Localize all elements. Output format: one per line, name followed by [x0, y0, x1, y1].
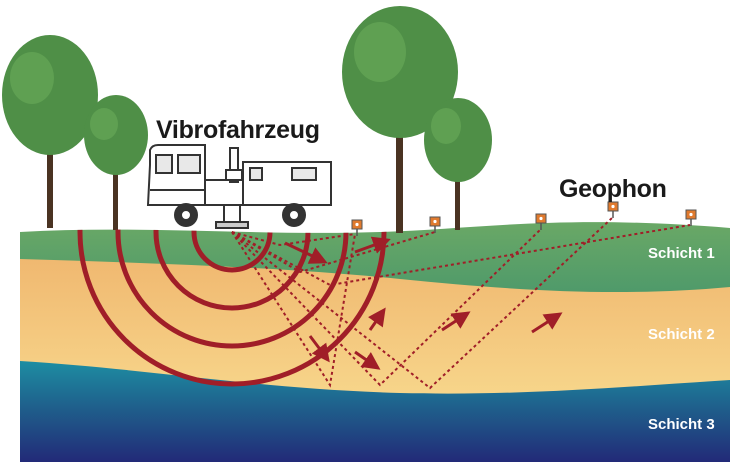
- tree-left-large: [2, 35, 98, 228]
- tree-right-large: [342, 6, 458, 233]
- ray-arrows: [284, 236, 563, 370]
- wave-ring-4: [77, 222, 387, 387]
- vehicle-label: Vibrofahrzeug: [156, 116, 320, 144]
- ray-paths: [231, 217, 691, 390]
- geophone-icon: [685, 209, 697, 226]
- geophone-icon: [535, 213, 547, 230]
- geophone-icon: [607, 201, 619, 218]
- layer-2-label: Schicht 2: [648, 326, 715, 343]
- vibro-truck-icon: [146, 144, 332, 229]
- geophone-markers: [351, 201, 697, 236]
- tree-right-small: [424, 98, 492, 230]
- layer-3-region: [20, 360, 730, 462]
- tree-left-small: [84, 95, 148, 230]
- geophone-icon: [351, 219, 363, 236]
- layer-1-label: Schicht 1: [648, 245, 715, 262]
- layer-3-label: Schicht 3: [648, 416, 715, 433]
- layer-1-region: [20, 222, 730, 293]
- geophone-icon: [429, 216, 441, 233]
- geophone-label: Geophon: [559, 175, 667, 203]
